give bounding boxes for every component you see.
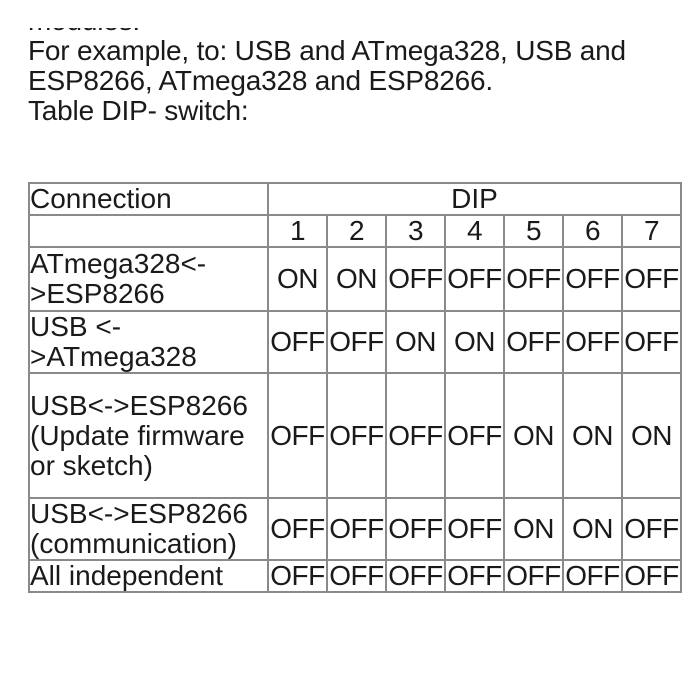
switch-state-cell: ON — [267, 246, 328, 312]
switch-number: 5 — [503, 214, 564, 248]
switch-state-cell: OFF — [385, 559, 446, 593]
truncated-previous-line: modules. — [28, 28, 688, 36]
switch-state-cell: OFF — [444, 559, 505, 593]
switch-state-cell: OFF — [503, 559, 564, 593]
switch-state-cell: OFF — [562, 559, 623, 593]
switch-state-cell: OFF — [267, 559, 328, 593]
switch-state-cell: ON — [503, 372, 564, 499]
example-paragraph: For example, to: USB and ATmega328, USB … — [28, 35, 626, 96]
connection-cell: USB <->ATmega328 — [28, 310, 269, 374]
switch-state-cell: ON — [562, 497, 623, 561]
switch-number: 4 — [444, 214, 505, 248]
switch-state-cell: OFF — [326, 497, 387, 561]
switch-state-cell: OFF — [385, 372, 446, 499]
switch-state-cell: OFF — [503, 310, 564, 374]
table-row: USB<->ESP8266 (Update firmware or sketch… — [28, 372, 682, 499]
connection-header: Connection — [28, 182, 269, 216]
switch-number: 2 — [326, 214, 387, 248]
table-row: USB<->ESP8266 (communication) OFF OFF OF… — [28, 497, 682, 561]
switch-number: 7 — [621, 214, 682, 248]
switch-state-cell: OFF — [444, 372, 505, 499]
switch-state-cell: ON — [326, 246, 387, 312]
switch-state-cell: ON — [621, 372, 682, 499]
intro-text-block: modules. For example, to: USB and ATmega… — [28, 28, 688, 126]
switch-number: 6 — [562, 214, 623, 248]
connection-cell: USB<->ESP8266 (communication) — [28, 497, 269, 561]
switch-number: 1 — [267, 214, 328, 248]
switch-state-cell: OFF — [503, 246, 564, 312]
switch-state-cell: ON — [444, 310, 505, 374]
switch-state-cell: ON — [503, 497, 564, 561]
connection-cell: ATmega328<->ESP8266 — [28, 246, 269, 312]
table-row: ATmega328<->ESP8266 ON ON OFF OFF OFF OF… — [28, 246, 682, 312]
connection-cell: USB<->ESP8266 (Update firmware or sketch… — [28, 372, 269, 499]
switch-state-cell: OFF — [326, 310, 387, 374]
switch-state-cell: OFF — [621, 310, 682, 374]
connection-cell: All independent — [28, 559, 269, 593]
table-row: All independent OFF OFF OFF OFF OFF OFF … — [28, 559, 682, 593]
switch-state-cell: OFF — [326, 372, 387, 499]
switch-state-cell: OFF — [562, 310, 623, 374]
switch-state-cell: OFF — [267, 372, 328, 499]
switch-state-cell: ON — [385, 310, 446, 374]
empty-header-cell — [28, 214, 269, 248]
switch-state-cell: OFF — [444, 246, 505, 312]
switch-state-cell: OFF — [326, 559, 387, 593]
switch-state-cell: OFF — [444, 497, 505, 561]
switch-state-cell: OFF — [267, 310, 328, 374]
switch-state-cell: OFF — [621, 497, 682, 561]
switch-number-row: 1 2 3 4 5 6 7 — [28, 214, 682, 248]
table-header-row: Connection DIP — [28, 182, 682, 216]
dip-switch-table: Connection DIP 1 2 3 4 5 6 7 ATmega328<-… — [28, 182, 682, 593]
switch-state-cell: OFF — [385, 497, 446, 561]
switch-state-cell: OFF — [267, 497, 328, 561]
switch-state-cell: OFF — [621, 559, 682, 593]
dip-header: DIP — [267, 182, 682, 216]
switch-state-cell: OFF — [562, 246, 623, 312]
table-caption: Table DIP- switch: — [28, 95, 249, 126]
switch-state-cell: OFF — [621, 246, 682, 312]
switch-state-cell: ON — [562, 372, 623, 499]
switch-number: 3 — [385, 214, 446, 248]
table-row: USB <->ATmega328 OFF OFF ON ON OFF OFF O… — [28, 310, 682, 374]
switch-state-cell: OFF — [385, 246, 446, 312]
